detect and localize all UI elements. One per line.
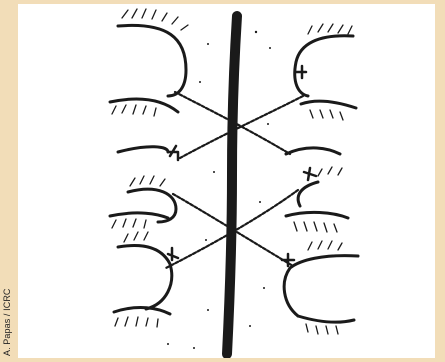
suture-illustration — [18, 4, 435, 358]
knot-right-3 — [282, 254, 294, 266]
right-flap-6-hatch — [308, 241, 342, 250]
left-flap-7-hatch — [115, 317, 158, 327]
left-flap-4-hatch — [130, 176, 165, 186]
right-flap-3 — [286, 148, 340, 154]
right-flap-1-hatch — [308, 24, 352, 34]
left-flap-6-hatch — [124, 232, 148, 242]
speckles — [167, 31, 271, 349]
left-flap-6 — [118, 246, 172, 309]
right-flap-7 — [298, 316, 354, 322]
left-flap-5 — [110, 213, 168, 218]
photo-credit: A. Papas / ICRC — [2, 288, 12, 356]
knot-left-1 — [168, 146, 178, 160]
right-flap-5-hatch — [294, 222, 337, 232]
knot-left-2 — [168, 248, 178, 260]
right-flap-2 — [301, 101, 356, 108]
left-flap-1 — [118, 25, 186, 96]
illustration-panel — [18, 4, 435, 358]
right-flap-6 — [284, 256, 358, 316]
knot-right-2 — [304, 168, 316, 180]
spine — [227, 16, 237, 354]
right-flap-5 — [286, 212, 348, 218]
right-flap-1 — [295, 36, 353, 96]
right-flap-4-hatch — [318, 167, 342, 176]
left-flap-5-hatch — [112, 219, 146, 228]
left-flap-2-hatch — [112, 105, 156, 116]
left-flap-7 — [114, 308, 170, 314]
knot-right-1 — [296, 66, 306, 78]
suture-upper-b — [180, 96, 303, 158]
right-flap-7-hatch — [306, 324, 338, 334]
left-flap-3 — [118, 147, 168, 152]
right-flap-4 — [298, 182, 318, 206]
right-flap-2-hatch — [310, 110, 343, 120]
